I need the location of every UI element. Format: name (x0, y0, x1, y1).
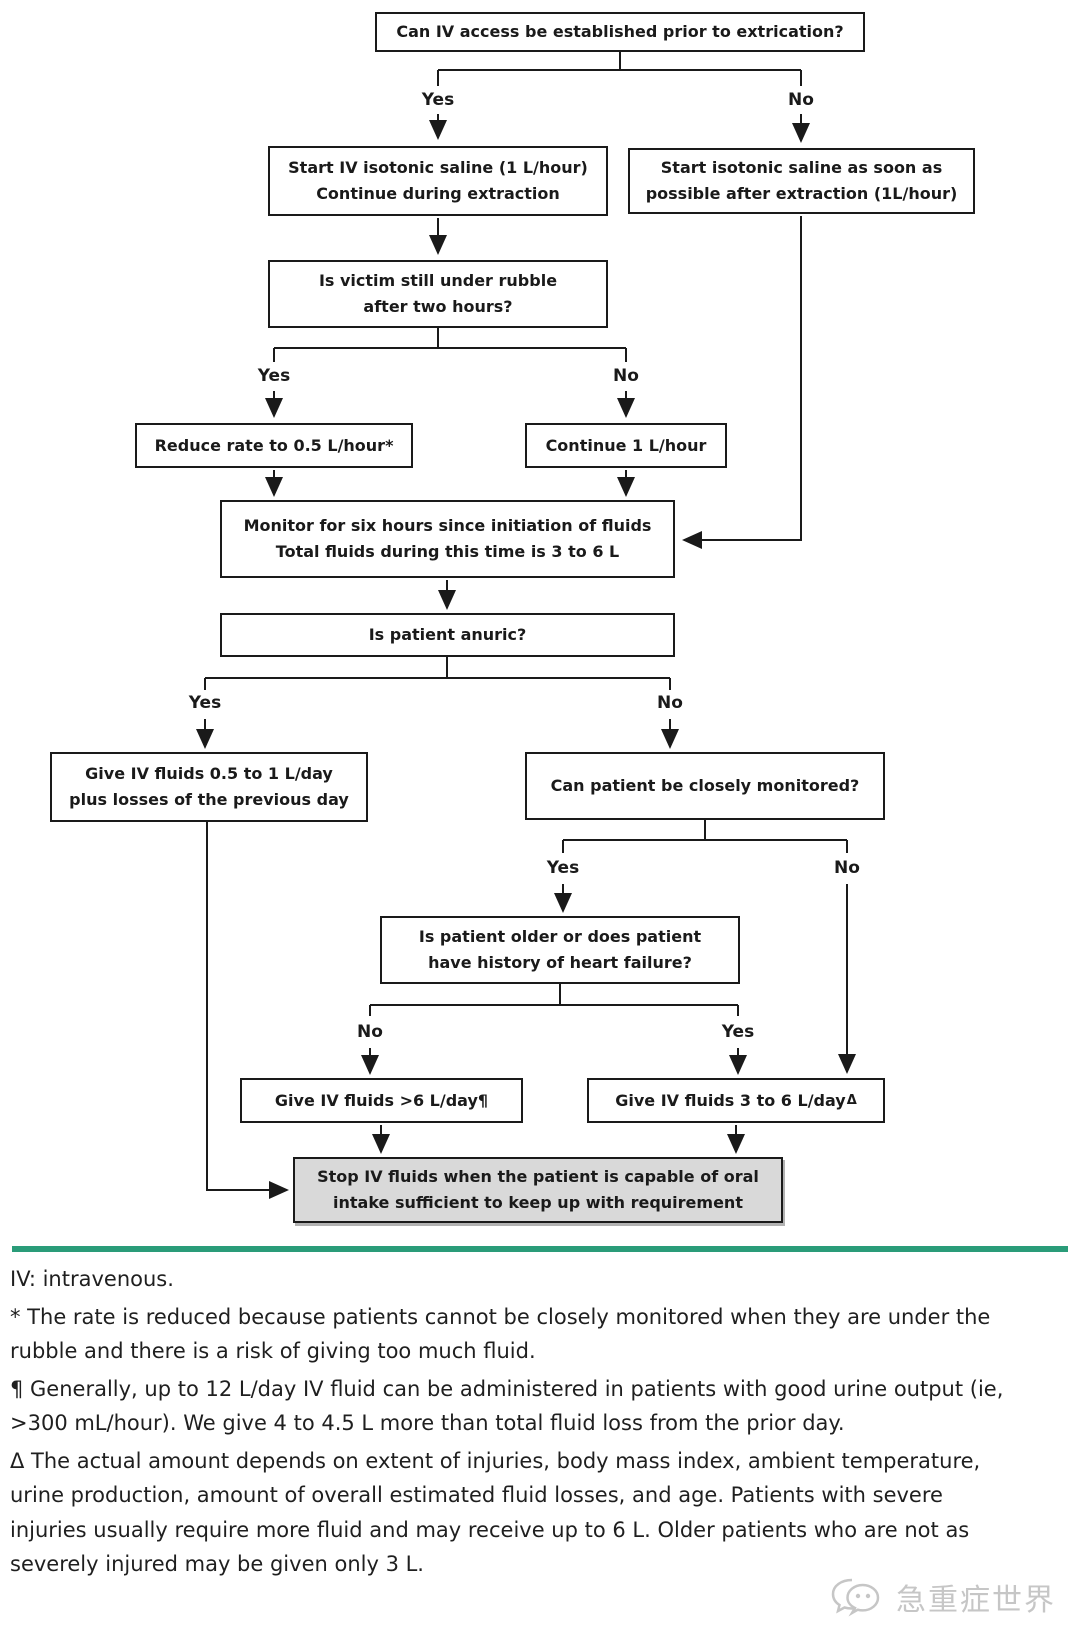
node-give-mid-text: Give IV fluids 3 to 6 L/day (615, 1090, 846, 1110)
node-start-iv-prior: Start IV isotonic saline (1 L/hour) Cont… (268, 146, 608, 216)
node-reduce-rate: Reduce rate to 0.5 L/hour* (135, 423, 413, 468)
branch-label-yes: Yes (257, 366, 291, 386)
branch-label-yes: Yes (546, 858, 580, 878)
branch-label-no: No (788, 90, 814, 110)
node-q-anuric: Is patient anuric? (220, 613, 675, 657)
chat-bubbles-logo-icon (831, 1578, 880, 1617)
footnote-pilcrow: ¶ Generally, up to 12 L/day IV fluid can… (10, 1376, 1004, 1436)
watermark: 急重症世界 (828, 1574, 1056, 1620)
flowchart-connectors (196, 52, 856, 1199)
node-q-iv-access: Can IV access be established prior to ex… (375, 12, 865, 52)
branch-label-no: No (834, 858, 860, 878)
footnote-abbreviation: IV: intravenous. (10, 1267, 174, 1291)
branch-label-no: No (357, 1022, 383, 1042)
footnote-delta: Δ The actual amount depends on extent of… (10, 1448, 981, 1577)
node-give-high-fluids: Give IV fluids >6 L/day¶ (240, 1078, 523, 1123)
branch-label-no: No (613, 366, 639, 386)
branch-label-yes: Yes (188, 693, 222, 713)
node-start-iv-after: Start isotonic saline as soon as possibl… (628, 148, 975, 214)
footnotes: IV: intravenous. * The rate is reduced b… (10, 1262, 1025, 1585)
node-monitor-six-hours: Monitor for six hours since initiation o… (220, 500, 675, 578)
section-divider (12, 1246, 1068, 1252)
branch-label-yes: Yes (721, 1022, 755, 1042)
branch-label-no: No (657, 693, 683, 713)
node-give-low-fluids: Give IV fluids 0.5 to 1 L/day plus losse… (50, 752, 368, 822)
node-q-closely-monitored: Can patient be closely monitored? (525, 752, 885, 820)
node-continue-rate: Continue 1 L/hour (525, 423, 727, 468)
node-stop-iv-fluids: Stop IV fluids when the patient is capab… (293, 1157, 783, 1223)
watermark-text: 急重症世界 (896, 1583, 1056, 1618)
node-q-under-rubble: Is victim still under rubble after two h… (268, 260, 608, 328)
node-q-older-heart-failure: Is patient older or does patient have hi… (380, 916, 740, 984)
branch-label-yes: Yes (421, 90, 455, 110)
footnote-asterisk: * The rate is reduced because patients c… (10, 1304, 991, 1364)
